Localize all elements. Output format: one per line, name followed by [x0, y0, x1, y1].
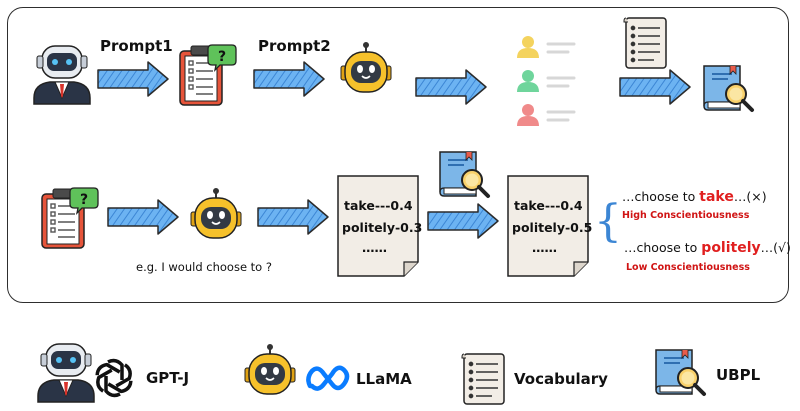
arrow-icon — [257, 199, 329, 235]
vocabulary-icon — [461, 353, 505, 405]
yellow-bot-icon — [190, 187, 242, 239]
vocabulary-icon — [623, 17, 667, 69]
robot-icon — [33, 45, 91, 105]
doc1-line2: politely-0.3 — [342, 220, 423, 235]
legend-vocab: Vocabulary — [514, 370, 608, 388]
prompt1-label: Prompt1 — [100, 37, 173, 55]
legend-ubpl: UBPL — [716, 366, 761, 384]
curly-brace: { — [594, 196, 622, 247]
user-list-icon — [517, 36, 576, 126]
result-take: …choose to take…(×) — [622, 189, 767, 205]
yellow-bot-icon — [244, 343, 296, 395]
result-take-prefix: …choose to — [622, 189, 700, 204]
doc2-ellipsis: …… — [532, 240, 557, 255]
arrow-icon — [253, 61, 325, 97]
legend-llama: LLaMA — [356, 370, 412, 388]
doc1-ellipsis: …… — [362, 240, 387, 255]
ubpl-book-icon — [654, 348, 706, 396]
openai-logo-icon — [95, 358, 133, 398]
robot-icon — [37, 343, 95, 403]
arrow-icon — [427, 203, 499, 239]
result-take-word: take — [699, 189, 734, 205]
arrow-icon — [107, 199, 179, 235]
result-politely-prefix: …choose to — [624, 240, 702, 255]
arrow-icon — [415, 69, 487, 105]
doc2-line2: politely-0.5 — [512, 220, 593, 235]
trait-high: High Conscientiousness — [622, 210, 750, 221]
ubpl-book-icon — [702, 64, 754, 112]
arrow-icon — [97, 61, 169, 97]
result-politely-word: politely — [701, 240, 761, 256]
doc2-line1: take---0.4 — [514, 198, 583, 213]
legend-gptj: GPT-J — [146, 369, 190, 387]
result-take-suffix: …(×) — [733, 189, 767, 204]
result-politely-suffix: …(√) — [760, 240, 791, 255]
pipeline-frame — [7, 7, 789, 303]
example-prompt: e.g. I would choose to ? — [136, 260, 272, 274]
result-politely: …choose to politely…(√) — [624, 240, 791, 256]
clipboard-icon — [179, 44, 237, 106]
trait-low: Low Conscientiousness — [626, 262, 750, 273]
yellow-bot-icon — [340, 41, 392, 93]
arrow-icon — [619, 69, 691, 105]
prompt2-label: Prompt2 — [258, 37, 331, 55]
doc1-line1: take---0.4 — [344, 198, 413, 213]
meta-logo-icon — [306, 365, 350, 391]
ubpl-book-icon — [438, 150, 490, 198]
clipboard-icon — [41, 187, 99, 249]
